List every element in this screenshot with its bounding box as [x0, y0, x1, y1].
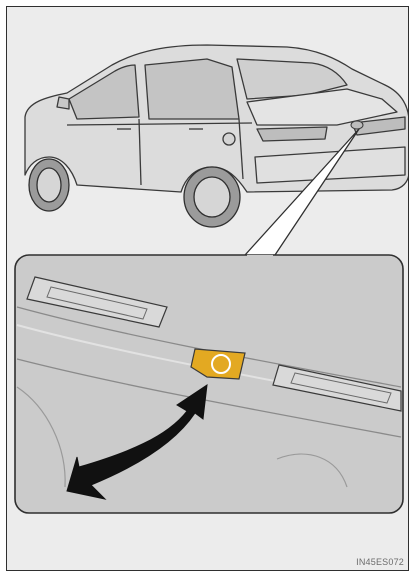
car-mirror: [57, 97, 69, 109]
illustration-frame: IN45ES072: [6, 6, 409, 571]
car-window-rear: [145, 59, 239, 119]
car-trunk-emblem: [351, 121, 363, 129]
detail-inset: [15, 255, 403, 513]
car-wheel-front-rim: [37, 168, 61, 202]
car-wheel-rear-rim: [194, 177, 230, 217]
car-fuel-door: [223, 133, 235, 145]
car-tail-light-left: [257, 127, 327, 141]
illustration-svg: [7, 7, 409, 571]
figure-id-label: IN45ES072: [356, 557, 404, 567]
